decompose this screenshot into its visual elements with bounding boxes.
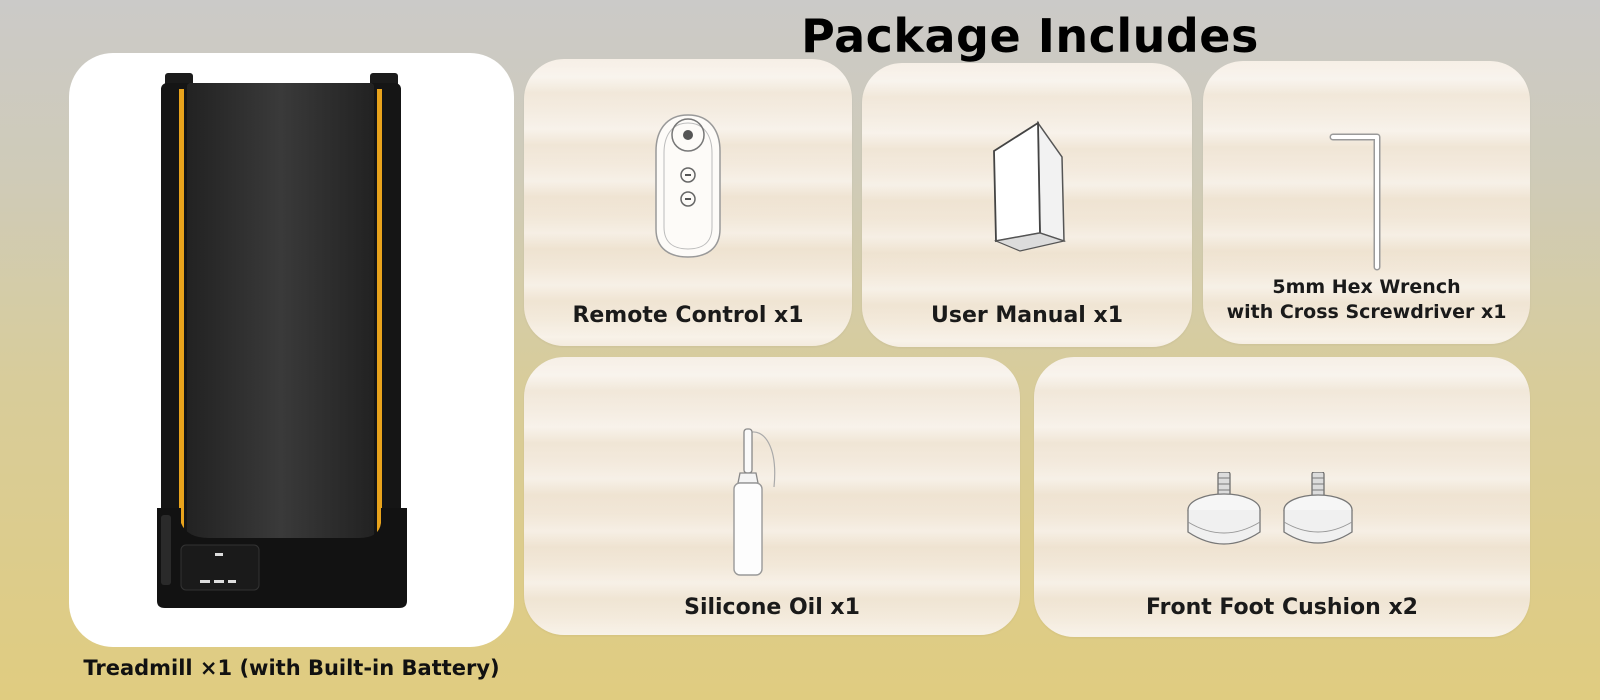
wrench-label-line2: with Cross Screwdriver x1: [1226, 301, 1507, 323]
wrench-card: 5mm Hex Wrench with Cross Screwdriver x1: [1203, 61, 1530, 344]
treadmill-card: [69, 53, 514, 647]
silicone-oil-icon: [733, 428, 776, 576]
oil-card: Silicone Oil x1: [524, 357, 1020, 635]
cushion-label: Front Foot Cushion x2: [1145, 595, 1418, 620]
manual-card: User Manual x1: [862, 63, 1192, 347]
remote-control-icon: [655, 114, 721, 258]
remote-label: Remote Control x1: [572, 303, 804, 328]
treadmill-image: [157, 73, 407, 608]
page-title: Package Includes: [801, 9, 1259, 63]
manual-label: User Manual x1: [931, 303, 1123, 328]
oil-label: Silicone Oil x1: [684, 595, 860, 620]
cushion-card: Front Foot Cushion x2: [1034, 357, 1530, 637]
foot-cushion-icon: [1187, 472, 1353, 545]
remote-card: Remote Control x1: [524, 59, 852, 346]
treadmill-label: Treadmill ×1 (with Built-in Battery): [83, 656, 500, 680]
hex-wrench-icon: [1329, 133, 1381, 271]
manual-icon: [993, 120, 1067, 252]
wrench-label-line1: 5mm Hex Wrench: [1272, 276, 1461, 298]
